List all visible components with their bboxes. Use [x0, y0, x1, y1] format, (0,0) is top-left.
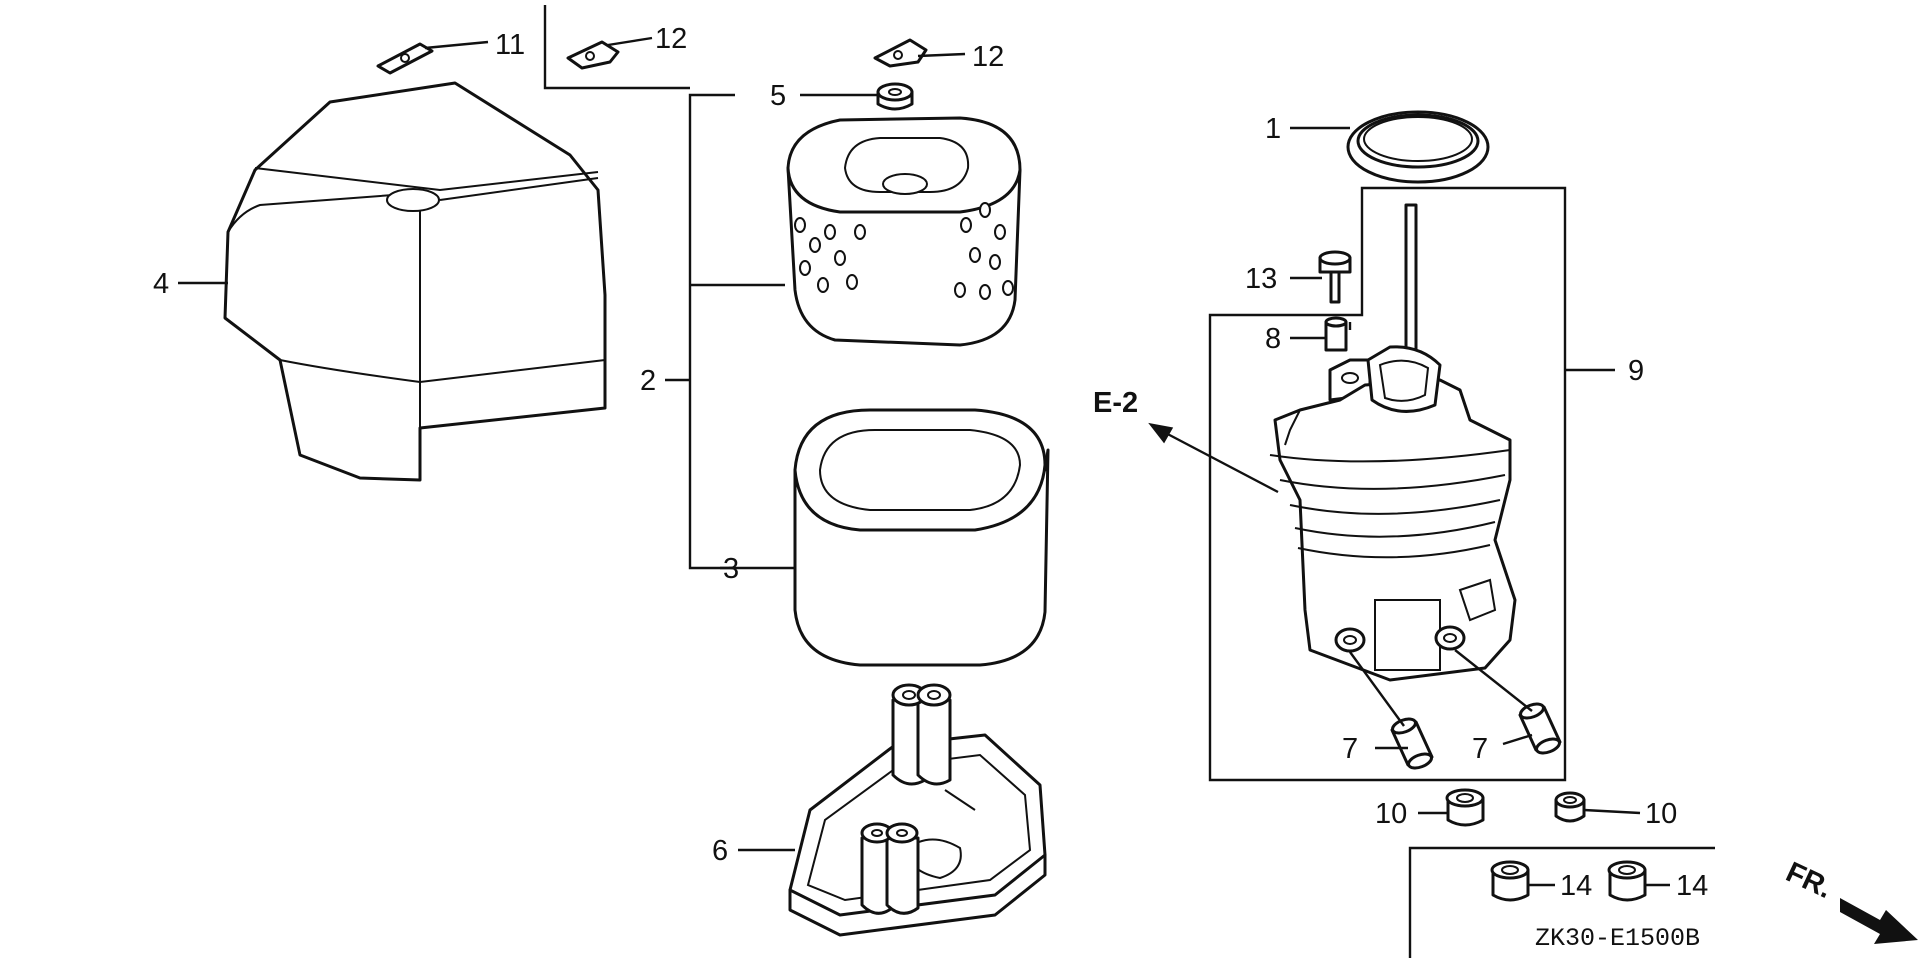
tube-left [1390, 717, 1434, 770]
ref-label-e2: E-2 [1093, 387, 1138, 419]
callout-9: 9 [1628, 355, 1644, 387]
callout-12-left: 12 [655, 23, 687, 55]
callout-10-left: 10 [1375, 798, 1407, 830]
clip-12-center [873, 38, 928, 68]
callout-12-center: 12 [972, 41, 1004, 73]
bolt [1318, 250, 1352, 304]
callout-13: 13 [1245, 263, 1277, 295]
nut-10-right [1554, 791, 1586, 823]
clip-11 [376, 42, 434, 75]
callout-14-right: 14 [1676, 870, 1708, 902]
callout-7-left: 7 [1342, 733, 1358, 765]
filter-perforations [794, 202, 1014, 300]
callout-1: 1 [1265, 113, 1281, 145]
diagram-code: ZK30-E1500B [1535, 924, 1700, 953]
callout-4: 4 [153, 268, 169, 300]
air-cleaner-cover [223, 81, 607, 482]
callout-10-right: 10 [1645, 798, 1677, 830]
elbow-housing [1269, 203, 1517, 682]
filter-element [786, 116, 1022, 347]
callout-3: 3 [723, 553, 739, 585]
callout-2: 2 [640, 365, 656, 397]
callout-14-left: 14 [1560, 870, 1592, 902]
callout-labels: 11 12 12 5 4 2 3 6 1 13 8 9 E-2 7 7 10 1… [153, 23, 1837, 953]
gasket [1346, 110, 1490, 184]
collar [1324, 316, 1348, 352]
nut-10-left [1445, 788, 1485, 827]
bracket-lines [543, 5, 1715, 958]
leader-lines [178, 36, 1670, 887]
tube-right [1518, 702, 1562, 755]
foam-element [793, 408, 1050, 667]
nut-14-left [1490, 860, 1530, 902]
grommet [876, 82, 914, 111]
fr-direction-arrow [1840, 898, 1918, 944]
direction-label: FR. [1781, 856, 1837, 905]
callout-8: 8 [1265, 323, 1281, 355]
callout-11: 11 [495, 29, 525, 61]
callout-5: 5 [770, 80, 786, 112]
callout-6: 6 [712, 835, 728, 867]
nut-14-right [1607, 860, 1647, 902]
air-cleaner-base [788, 683, 1047, 937]
clip-12-left [566, 40, 620, 70]
callout-7-right: 7 [1472, 733, 1488, 765]
